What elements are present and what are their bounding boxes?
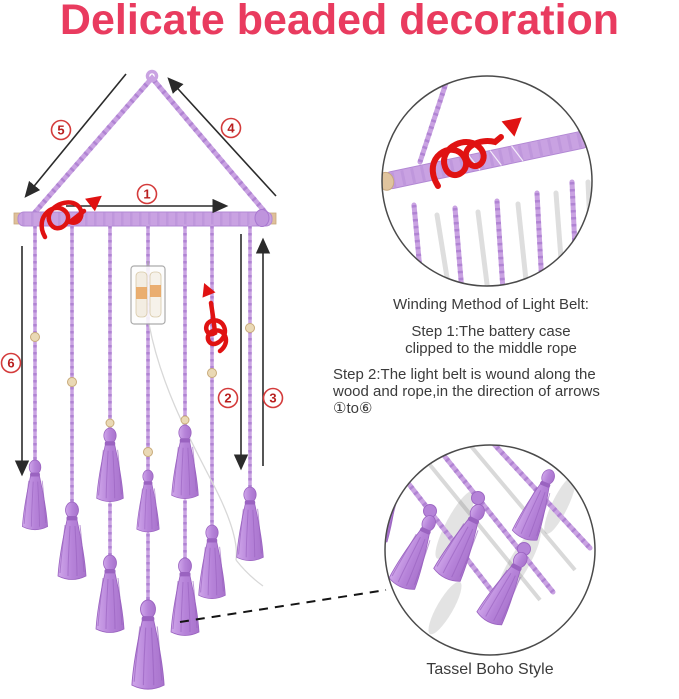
direction-arrow-4 bbox=[167, 77, 277, 197]
step1-line1: Step 1:The battery case bbox=[411, 323, 571, 340]
marker-badge-6: 6 bbox=[0, 352, 22, 374]
dashed-pointer-line bbox=[179, 589, 387, 623]
svg-text:5: 5 bbox=[57, 123, 64, 138]
direction-arrows bbox=[14, 73, 277, 477]
light-string bbox=[148, 323, 264, 587]
marker-badge-5: 5 bbox=[50, 119, 72, 141]
spiral-wind-arrow-rod bbox=[39, 195, 102, 240]
marker-badge-4: 4 bbox=[220, 117, 242, 139]
svg-text:3: 3 bbox=[269, 391, 276, 406]
step2-line2: wood and rope,in the direction of arrows bbox=[333, 383, 600, 400]
marker-badge-2: 2 bbox=[217, 387, 239, 409]
tassel bbox=[136, 469, 160, 533]
tassel bbox=[170, 557, 200, 636]
svg-text:1: 1 bbox=[143, 187, 150, 202]
tassel bbox=[198, 524, 226, 600]
tassel bbox=[131, 599, 165, 690]
spiral-wind-arrow-rope bbox=[202, 282, 229, 354]
page-title: Delicate beaded decoration bbox=[59, 0, 620, 44]
marker-badge-3: 3 bbox=[262, 387, 284, 409]
tassel-style-caption: Tassel Boho Style bbox=[426, 661, 554, 678]
svg-text:2: 2 bbox=[224, 391, 231, 406]
tassel bbox=[171, 424, 199, 500]
svg-text:6: 6 bbox=[7, 356, 14, 371]
step2-line3: ①to⑥ bbox=[333, 400, 373, 417]
hanging-triangle-rope bbox=[27, 69, 273, 221]
tassel bbox=[21, 459, 49, 531]
spiral-wind-arrow-closeup bbox=[429, 117, 522, 189]
tassel bbox=[96, 427, 124, 503]
rod-end-knot bbox=[254, 209, 270, 227]
tassel bbox=[236, 486, 264, 562]
step2-line1: Step 2:The light belt is wound along the bbox=[333, 366, 596, 383]
step1-line2: clipped to the middle rope bbox=[405, 340, 577, 357]
svg-text:4: 4 bbox=[227, 121, 235, 136]
battery-case bbox=[130, 261, 166, 325]
direction-arrow-5 bbox=[24, 73, 127, 198]
tassel-group bbox=[21, 424, 264, 690]
marker-badge-1: 1 bbox=[136, 183, 158, 205]
tassel bbox=[57, 501, 87, 580]
winding-closeup-circle bbox=[381, 75, 593, 287]
tassel-closeup-circle bbox=[384, 444, 596, 656]
instructions-step2: Step 2:The light belt is wound along the… bbox=[333, 366, 663, 417]
instructions-step1: Step 1:The battery case clipped to the m… bbox=[360, 323, 622, 357]
wood-beads bbox=[30, 323, 255, 457]
tassel bbox=[95, 554, 125, 633]
instructions-heading: Winding Method of Light Belt: bbox=[393, 296, 589, 313]
